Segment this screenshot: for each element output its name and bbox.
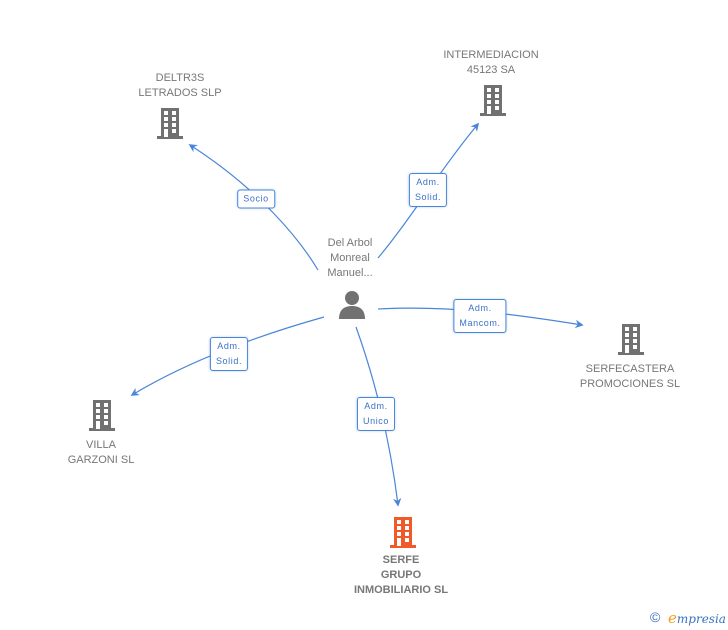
node-label-line: SERFE — [382, 554, 420, 566]
edge-label-adm-solid-villa[interactable]: Adm. Solid. — [209, 337, 249, 371]
edge-label-line: Solid. — [215, 356, 243, 366]
building-icon-main[interactable] — [388, 515, 418, 549]
brand-rest: mpresia — [676, 612, 726, 626]
center-name-line: Del Arbol — [327, 237, 373, 249]
node-label-line: GRUPO — [380, 569, 422, 581]
node-label-line: PROMOCIONES SL — [579, 378, 681, 390]
empresia-logo[interactable]: empresia — [668, 609, 726, 627]
node-intermediacion-label[interactable]: INTERMEDIACION 45123 SA — [443, 48, 538, 78]
edge-label-line: Socio — [243, 193, 269, 204]
node-label-line: INMOBILIARIO SL — [353, 584, 449, 596]
edge-label-adm-unico[interactable]: Adm. Unico — [356, 397, 396, 431]
copyright-icon: © — [650, 609, 661, 625]
node-serfecastera-label[interactable]: SERFECASTERA PROMOCIONES SL — [580, 362, 680, 392]
center-person-label[interactable]: Del Arbol Monreal Manuel... — [327, 236, 372, 281]
edge-label-line: Unico — [362, 416, 390, 426]
edge-deltr3s — [188, 144, 319, 271]
edge-label-adm-solid-intermediacion[interactable]: Adm. Solid. — [408, 173, 448, 207]
edge-label-line: Adm. — [416, 177, 440, 187]
person-icon[interactable] — [337, 289, 367, 319]
building-icon[interactable] — [478, 83, 508, 117]
edge-label-line: Adm. — [364, 401, 388, 411]
node-label-line: VILLA — [86, 439, 116, 451]
node-label-line: LETRADOS SLP — [138, 87, 222, 99]
edge-label-line: Adm. — [468, 303, 492, 313]
node-label-line: 45123 SA — [466, 64, 516, 76]
edge-label-line: Adm. — [217, 341, 241, 351]
node-label-line: DELTR3S — [155, 72, 205, 84]
center-name-line: Monreal — [330, 252, 370, 264]
edge-label-line: Solid. — [414, 192, 442, 202]
building-icon[interactable] — [87, 398, 117, 432]
edge-label-adm-mancom[interactable]: Adm. Mancom. — [453, 299, 507, 333]
edge-label-line: Mancom. — [459, 318, 501, 328]
center-name-line: Manuel... — [327, 267, 373, 279]
node-label-line: SERFECASTERA — [585, 363, 675, 375]
edge-label-socio[interactable]: Socio — [237, 189, 275, 209]
brand-initial: e — [668, 609, 677, 627]
building-icon[interactable] — [155, 106, 185, 140]
node-deltr3s-label[interactable]: DELTR3S LETRADOS SLP — [138, 71, 221, 101]
node-villa-garzoni-label[interactable]: VILLA GARZONI SL — [68, 438, 135, 468]
building-icon[interactable] — [616, 322, 646, 356]
node-label-line: GARZONI SL — [67, 454, 135, 466]
node-label-line: INTERMEDIACION — [443, 49, 539, 61]
node-serfe-grupo-label[interactable]: SERFE GRUPO INMOBILIARIO SL — [354, 553, 448, 598]
